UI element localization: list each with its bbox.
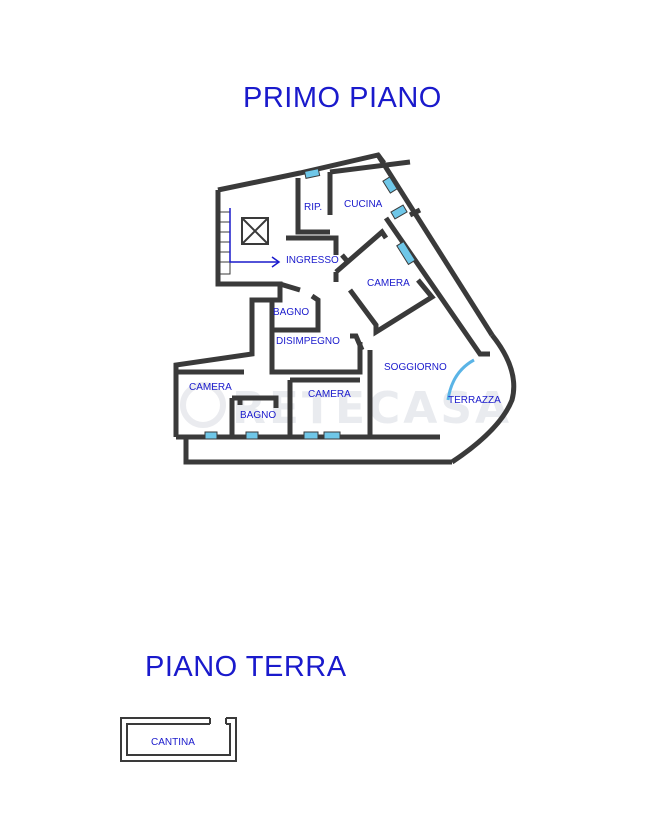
cantina-inner-wall xyxy=(126,723,231,756)
terrace-door-arc xyxy=(446,358,475,401)
entry-arrow-icon xyxy=(229,208,278,263)
room-label-camera-bottom: CAMERA xyxy=(308,389,351,400)
outer-wall-bottom xyxy=(183,437,452,465)
room-label-soggiorno: SOGGIORNO xyxy=(384,362,447,373)
window xyxy=(382,176,398,194)
watermark-logo-icon xyxy=(180,382,226,428)
window xyxy=(396,240,416,266)
rip-walls xyxy=(295,172,333,235)
window xyxy=(204,431,218,440)
window xyxy=(303,431,319,440)
room-label-camera-left: CAMERA xyxy=(189,382,232,393)
bagno-left-walls xyxy=(229,395,279,437)
outer-wall-left xyxy=(173,190,283,437)
kitchen-wall xyxy=(329,159,422,218)
window xyxy=(390,204,408,220)
room-labels: RIP. CUCINA INGRESSO CAMERA BAGNO DISIMP… xyxy=(189,199,501,421)
window xyxy=(303,168,321,179)
ingresso-walls xyxy=(286,235,350,264)
room-label-bagno-left: BAGNO xyxy=(240,410,276,421)
upper-floor-title: PRIMO PIANO xyxy=(243,82,442,114)
windows xyxy=(204,168,416,440)
room-label-terrazza: TERRAZZA xyxy=(448,395,501,406)
outer-wall-right xyxy=(375,153,495,337)
disimpegno-walls xyxy=(269,330,365,375)
outer-wall-top xyxy=(217,152,386,193)
room-label-cucina: CUCINA xyxy=(344,199,383,210)
terrace-edge xyxy=(450,333,517,465)
camera-bottom-walls xyxy=(287,377,360,437)
room-label-camera-center: CAMERA xyxy=(367,278,410,289)
bagno-center-walls xyxy=(269,281,321,333)
window xyxy=(323,431,341,440)
cantina-outer-wall xyxy=(120,717,237,762)
room-label-ingresso: INGRESSO xyxy=(286,255,339,266)
room-label-cantina: CANTINA xyxy=(151,737,195,748)
soggiorno-diagonal-wall xyxy=(383,216,490,357)
room-label-disimpegno: DISIMPEGNO xyxy=(276,336,340,347)
staircase xyxy=(217,208,281,275)
window xyxy=(245,431,259,440)
camera-center-walls xyxy=(333,228,436,337)
lift-shaft-icon xyxy=(241,217,269,245)
cantina-door xyxy=(209,718,227,724)
ground-floor-walls xyxy=(120,717,237,762)
ground-floor-title: PIANO TERRA xyxy=(145,651,347,683)
room-label-rip: RIP. xyxy=(304,202,322,213)
room-label-bagno-center: BAGNO xyxy=(273,307,309,318)
